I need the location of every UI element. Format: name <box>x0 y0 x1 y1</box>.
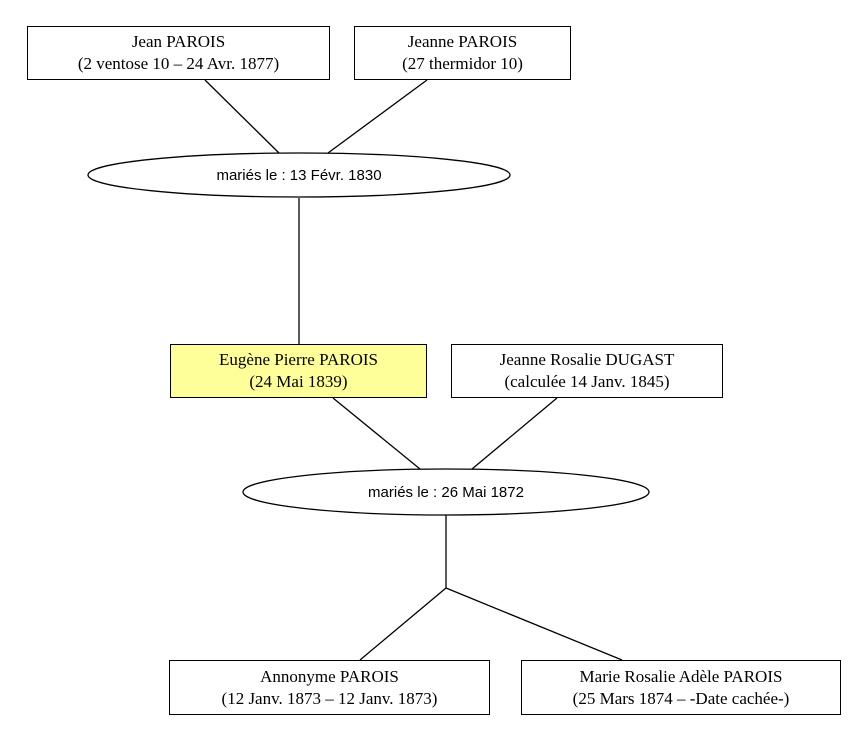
connector-jean-union1 <box>204 79 280 154</box>
person-name: Marie Rosalie Adèle PAROIS <box>579 666 783 686</box>
person-dates: (24 Mai 1839) <box>249 372 348 391</box>
union-label-1830: mariés le : 13 Févr. 1830 <box>216 166 382 184</box>
person-jeanne-parois[interactable]: Jeanne PAROIS (27 thermidor 10) <box>354 26 571 80</box>
person-jean-parois[interactable]: Jean PAROIS (2 ventose 10 – 24 Avr. 1877… <box>27 26 330 80</box>
union-label-1872: mariés le : 26 Mai 1872 <box>368 483 524 501</box>
connector-branch-marie <box>445 587 623 661</box>
person-marie-rosalie-adele-parois[interactable]: Marie Rosalie Adèle PAROIS (25 Mars 1874… <box>521 660 841 715</box>
person-dates: (2 ventose 10 – 24 Avr. 1877) <box>77 54 280 73</box>
person-name: Jeanne PAROIS <box>407 32 518 51</box>
person-name: Annonyme PAROIS <box>260 666 399 686</box>
person-name: Jean PAROIS <box>131 32 226 51</box>
person-name: Eugène Pierre PAROIS <box>219 350 378 369</box>
person-eugene-pierre-parois[interactable]: Eugène Pierre PAROIS (24 Mai 1839) <box>170 344 427 398</box>
connector-eugene-union2 <box>332 397 421 470</box>
connector-branch-annonyme <box>359 587 447 661</box>
person-jeanne-rosalie-dugast[interactable]: Jeanne Rosalie DUGAST (calculée 14 Janv.… <box>451 344 723 398</box>
connector-jeanne-rosalie-union2 <box>471 397 558 470</box>
person-name: Jeanne Rosalie DUGAST <box>499 350 675 369</box>
person-dates: (25 Mars 1874 – -Date cachée-) <box>572 688 790 708</box>
connector-jeanne-union1 <box>327 79 428 154</box>
union-ellipse-1830 <box>87 152 511 198</box>
person-annonyme-parois[interactable]: Annonyme PAROIS (12 Janv. 1873 – 12 Janv… <box>169 660 490 715</box>
person-dates: (calculée 14 Janv. 1845) <box>504 372 670 391</box>
person-dates: (12 Janv. 1873 – 12 Janv. 1873) <box>221 688 438 708</box>
person-dates: (27 thermidor 10) <box>402 54 523 73</box>
